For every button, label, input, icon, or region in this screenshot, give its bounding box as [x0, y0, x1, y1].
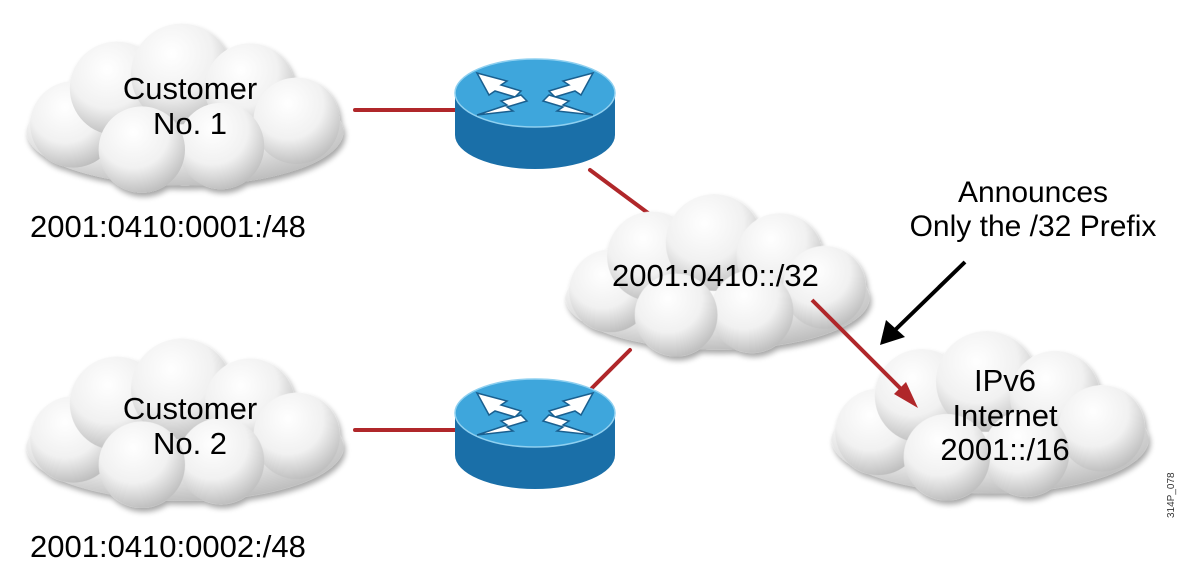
internet-label: IPv6 Internet 2001::/16 [915, 363, 1095, 468]
link-router1-isp [588, 168, 650, 215]
figure-id: 314P_078 [1166, 472, 1177, 518]
arrowhead-red [894, 382, 918, 408]
router-icon [454, 378, 616, 489]
customer1-label: Customer No. 1 [100, 71, 280, 141]
links [353, 108, 650, 432]
arrowhead-black [880, 320, 905, 345]
router-icon [454, 58, 616, 169]
customer1-line1: Customer [122, 71, 258, 106]
customer2-label: Customer No. 2 [100, 391, 280, 461]
customer2-line1: Customer [122, 391, 258, 426]
customer1-prefix: 2001:0410:0001:/48 [30, 209, 306, 244]
link-isp-internet [810, 298, 910, 398]
annotation-arrow [891, 260, 967, 334]
internet-line3: 2001::/16 [940, 432, 1070, 468]
customer2-line2: No. 2 [152, 425, 228, 461]
customer1-line2: No. 1 [152, 105, 228, 141]
link-router2-isp [588, 348, 632, 392]
customer2-prefix: 2001:0410:0002:/48 [30, 529, 306, 564]
internet-line1: IPv6 [973, 363, 1037, 398]
announce-line1: Announces [957, 176, 1109, 209]
isp-prefix: 2001:0410::/32 [612, 258, 819, 293]
announce-annotation: Announces Only the /32 Prefix [888, 176, 1178, 243]
announce-line2: Only the /32 Prefix [909, 209, 1157, 243]
internet-line2: Internet [952, 397, 1058, 433]
